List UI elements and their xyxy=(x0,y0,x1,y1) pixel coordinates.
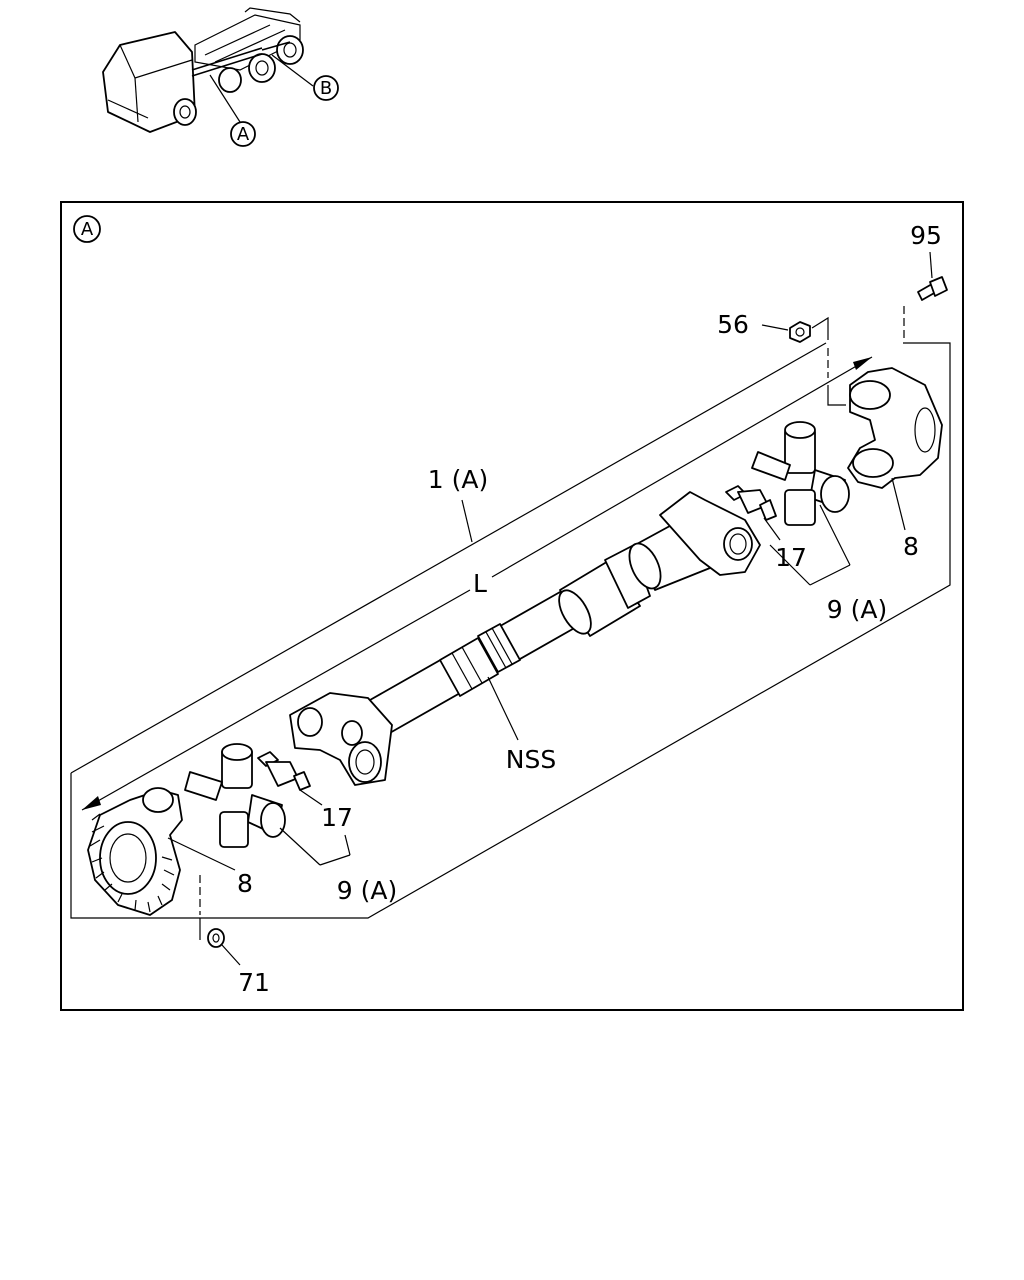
grease-nipple-front xyxy=(257,751,311,791)
label-17-rear: 17 xyxy=(775,543,807,572)
grease-nipple-rear xyxy=(725,485,777,521)
detail-view-marker: A xyxy=(73,215,101,243)
overview-callout-a: A xyxy=(230,121,256,147)
flange-yoke-rear xyxy=(847,367,943,489)
svg-text:A: A xyxy=(237,124,250,145)
washer-71 xyxy=(207,928,225,948)
label-nss: NSS xyxy=(506,745,556,774)
label-1a: 1 (A) xyxy=(428,465,488,494)
label-56: 56 xyxy=(717,310,749,339)
svg-text:A: A xyxy=(81,219,94,240)
propeller-shaft xyxy=(289,491,761,786)
label-8-rear: 8 xyxy=(903,532,919,561)
spider-rear xyxy=(751,421,850,526)
svg-text:B: B xyxy=(320,78,332,99)
truck-overview xyxy=(102,7,314,133)
bolt-95 xyxy=(917,276,948,301)
label-l: L xyxy=(473,569,487,598)
nut-56 xyxy=(789,321,811,343)
label-9a-rear: 9 (A) xyxy=(827,595,887,624)
spider-front xyxy=(184,743,286,848)
label-71: 71 xyxy=(238,968,270,997)
flange-yoke-front xyxy=(87,787,183,916)
label-95: 95 xyxy=(910,221,942,250)
length-dimension xyxy=(81,356,873,811)
label-9a-front: 9 (A) xyxy=(337,876,397,905)
label-17-front: 17 xyxy=(321,803,353,832)
detail-frame xyxy=(60,201,964,1011)
label-8-front: 8 xyxy=(237,869,253,898)
overview-callout-b: B xyxy=(313,75,339,101)
assembly-boundary xyxy=(70,342,951,919)
